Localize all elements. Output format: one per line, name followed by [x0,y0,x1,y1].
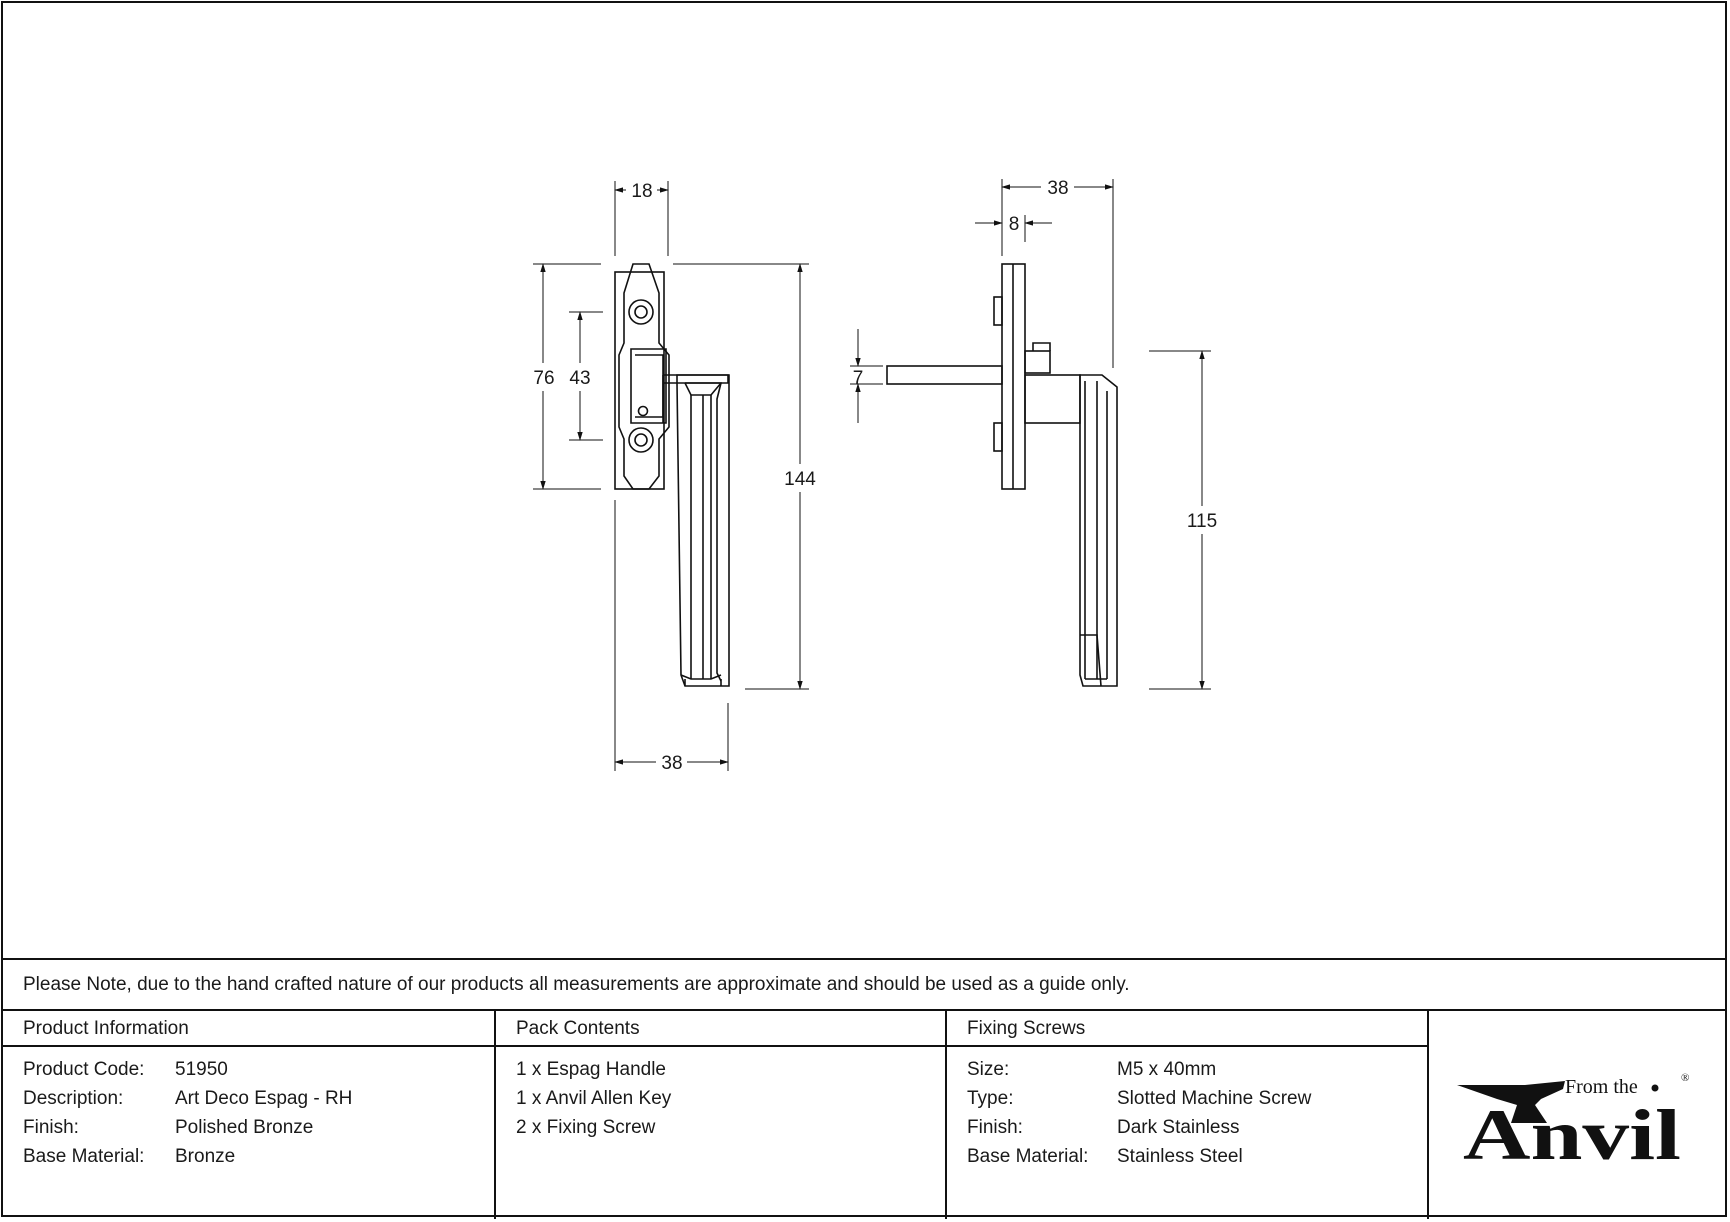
product-code-row: Product Code:51950 [23,1059,228,1080]
front-cover-plate [618,263,670,490]
dim-38-front: 38 [661,753,682,774]
dim-38-side: 38 [1047,178,1068,199]
fixing-screws-panel: Fixing Screws Size:M5 x 40mm Type:Slotte… [947,1011,1429,1219]
spindle [886,365,1003,385]
dim-7: 7 [853,368,864,389]
pack-item: 1 x Espag Handle [516,1059,666,1080]
grub-screw [637,405,649,417]
technical-drawing: 18 76 43 144 38 38 8 7 115 [533,178,1217,774]
screw-material-row: Base Material:Stainless Steel [967,1146,1243,1167]
dim-43: 43 [569,368,590,389]
pack-contents-panel: Pack Contents 1 x Espag Handle 1 x Anvil… [496,1011,947,1219]
anvil-icon [1457,1081,1565,1123]
pack-item: 2 x Fixing Screw [516,1117,656,1138]
lever-neck [664,374,729,384]
description-row: Description:Art Deco Espag - RH [23,1088,353,1109]
screw-size-row: Size:M5 x 40mm [967,1059,1217,1080]
product-information-panel: Product Information Product Code:51950 D… [3,1011,496,1219]
dim-8: 8 [1009,214,1020,235]
dim-115: 115 [1187,511,1217,532]
screw-type-row: Type:Slotted Machine Screw [967,1088,1312,1109]
bottom-screw [628,427,654,453]
side-view [886,263,1118,687]
base-material-row: Base Material:Bronze [23,1146,236,1167]
pack-item: 1 x Anvil Allen Key [516,1088,672,1109]
logo-panel: From the ® Anvil [1429,1011,1729,1219]
dim-144: 144 [784,469,816,490]
logo-big-text: Anvil [1463,1095,1681,1169]
side-lever [1079,374,1118,687]
screw-finish-row: Finish:Dark Stainless [967,1117,1240,1138]
description-value: Art Deco Espag - RH [175,1088,353,1109]
base-material-value: Bronze [175,1146,236,1167]
front-backplate [614,271,665,490]
from-the-anvil-logo: From the ® Anvil [1457,1072,1689,1169]
dim-18: 18 [631,181,652,202]
note-text: Please Note, due to the hand crafted nat… [23,974,1130,995]
product-info-heading: Product Information [23,1018,189,1039]
logo-small-text: From the [1565,1076,1638,1098]
logo-registered-mark: ® [1681,1072,1689,1084]
disclaimer-note: Please Note, due to the hand crafted nat… [3,958,1725,1011]
top-screw [628,299,654,325]
product-code-value: 51950 [175,1059,228,1080]
fixing-screws-heading: Fixing Screws [967,1018,1086,1039]
finish-row: Finish:Polished Bronze [23,1117,314,1138]
pack-contents-heading: Pack Contents [516,1018,640,1039]
finish-value: Polished Bronze [175,1117,314,1138]
dim-76: 76 [533,368,554,389]
front-view [614,263,730,687]
